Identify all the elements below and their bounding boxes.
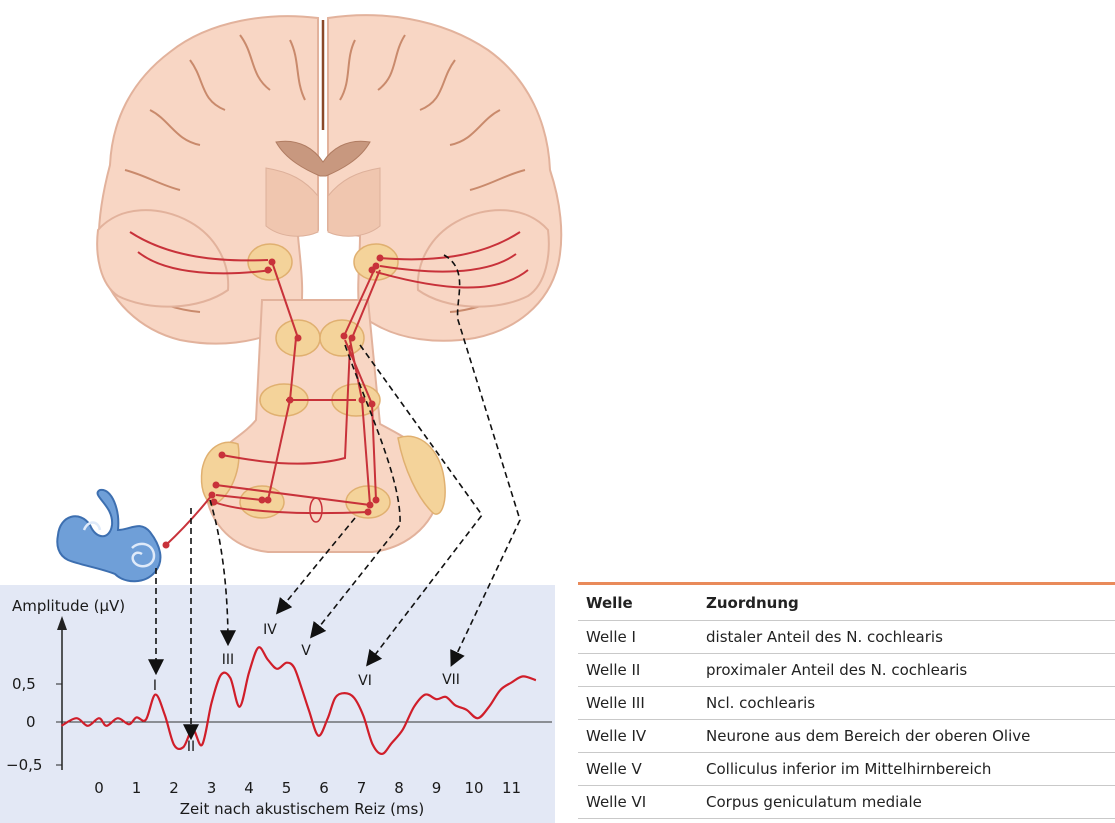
cell-wave: Welle IV bbox=[578, 720, 698, 753]
cochlea-illustration bbox=[57, 490, 160, 581]
x-tick-label: 7 bbox=[357, 779, 367, 797]
cell-assignment: Corpus geniculatum mediale bbox=[698, 786, 1115, 819]
wave-assignment-table: Welle Zuordnung Welle I distaler Anteil … bbox=[578, 582, 1115, 819]
x-tick-label: 3 bbox=[207, 779, 217, 797]
cell-wave: Welle V bbox=[578, 753, 698, 786]
right-medial-geniculate bbox=[354, 244, 398, 280]
cell-wave: Welle I bbox=[578, 621, 698, 654]
x-tick-label: 6 bbox=[319, 779, 329, 797]
x-tick-label: 8 bbox=[394, 779, 404, 797]
header-zuordnung: Zuordnung bbox=[698, 584, 1115, 621]
x-tick-label: 5 bbox=[282, 779, 292, 797]
y-tick-0: 0 bbox=[26, 713, 36, 731]
table-row: Welle III Ncl. cochlearis bbox=[578, 687, 1115, 720]
y-axis-label: Amplitude (μV) bbox=[12, 597, 125, 615]
header-welle: Welle bbox=[578, 584, 698, 621]
cell-assignment: Colliculus inferior im Mittelhirnbereich bbox=[698, 753, 1115, 786]
cell-wave: Welle III bbox=[578, 687, 698, 720]
wave-label-vii: VII bbox=[442, 672, 460, 688]
cell-assignment: Ncl. cochlearis bbox=[698, 687, 1115, 720]
table-header-row: Welle Zuordnung bbox=[578, 584, 1115, 621]
wave-label-vi: VI bbox=[358, 673, 372, 689]
wave-label-v: V bbox=[301, 643, 311, 659]
brain-illustration bbox=[97, 15, 561, 552]
x-tick-label: 4 bbox=[244, 779, 254, 797]
table-row: Welle V Colliculus inferior im Mittelhir… bbox=[578, 753, 1115, 786]
cell-assignment: Neurone aus dem Bereich der oberen Olive bbox=[698, 720, 1115, 753]
x-tick-label: 9 bbox=[432, 779, 442, 797]
cell-assignment: distaler Anteil des N. cochlearis bbox=[698, 621, 1115, 654]
table-row: Welle VI Corpus geniculatum mediale bbox=[578, 786, 1115, 819]
x-tick-label: 0 bbox=[94, 779, 104, 797]
wave-label-iii: III bbox=[222, 652, 234, 668]
x-tick-label: 2 bbox=[169, 779, 179, 797]
table-row: Welle IV Neurone aus dem Bereich der obe… bbox=[578, 720, 1115, 753]
wave-label-ii: II bbox=[187, 739, 195, 755]
y-tick-0-5: 0,5 bbox=[12, 675, 36, 693]
wave-label-i: I bbox=[153, 678, 157, 694]
x-tick-label: 11 bbox=[502, 779, 521, 797]
wave-label-iv: IV bbox=[263, 622, 277, 638]
y-tick-minus-0-5: −0,5 bbox=[6, 756, 42, 774]
wave-assignment-table-container: Welle Zuordnung Welle I distaler Anteil … bbox=[578, 582, 1115, 819]
cell-wave: Welle II bbox=[578, 654, 698, 687]
cell-assignment: proximaler Anteil des N. cochlearis bbox=[698, 654, 1115, 687]
thalamus bbox=[266, 168, 380, 236]
table-row: Welle II proximaler Anteil des N. cochle… bbox=[578, 654, 1115, 687]
x-tick-label: 10 bbox=[464, 779, 483, 797]
table-row: Welle I distaler Anteil des N. cochleari… bbox=[578, 621, 1115, 654]
x-axis-label: Zeit nach akustischem Reiz (ms) bbox=[180, 800, 424, 818]
cell-wave: Welle VI bbox=[578, 786, 698, 819]
x-tick-label: 1 bbox=[132, 779, 142, 797]
